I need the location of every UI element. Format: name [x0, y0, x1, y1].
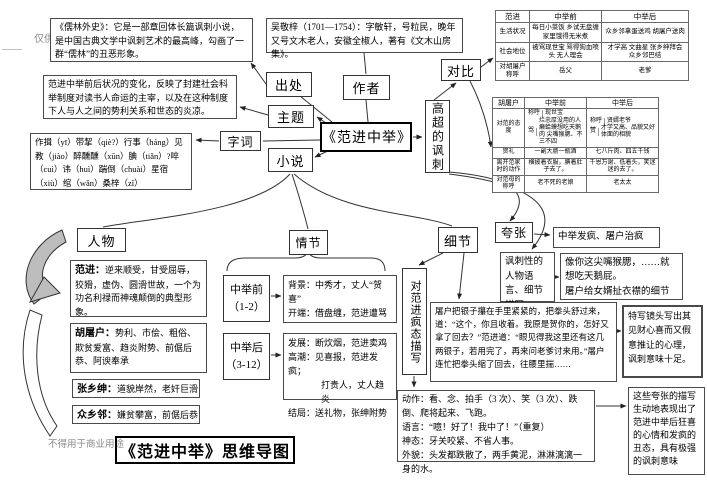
watermark-bottom: 不得用于商业用途 [48, 440, 125, 450]
node-zhuti: 主题 [268, 105, 314, 128]
character-fanjin: 范进：逆来顺受，甘受屈辱，狡猾，虚伪、圆滑世故，一个为功名利禄而神魂颠倒的典型形… [70, 260, 207, 317]
madness-line: 神态：牙关咬紧、不省人事。 [402, 435, 520, 446]
character-name: 胡屠户： [75, 328, 115, 339]
madness-line: 语言：“噫！好了！我中了！”（重复） [402, 421, 550, 432]
table-header: 胡屠户 [492, 96, 525, 110]
node-chuchu: 出处 [266, 72, 312, 97]
watermark-dash: —— [2, 44, 22, 55]
character-desc: 嫌贫攀富，前倨后恭 [117, 410, 199, 420]
exaggeration-analysis-note: 这些夸张的描写生动地表现出了范进中举后狂喜的心情和发疯的丑态，具有极强的讽刺意味 [628, 387, 705, 475]
table-row: 生活状况 每日小菜饭 乡试无盘缠 家里饿得无米煮 众乡邻拿蛋送鸡 胡屠户送肉 [495, 22, 689, 43]
table-header: 中举后 [586, 96, 659, 110]
satire-example: 像你这尖嘴猴腮，……就想吃天鹅屁。 屠户给女婿扯衣襟的细节 [560, 253, 683, 300]
character-desc: 逆来顺受，甘受屈辱，狡猾，虚伪、圆滑世故，一个为功名利禄而神魂颠倒的典型形象。 [75, 265, 202, 318]
madness-line: 外貌：头发都跌散了，两手黄泥，淋淋漓漓一身的水。 [402, 449, 583, 474]
plot-after-node: 中举后 （3-12） [223, 333, 270, 380]
plot-after-range: （3-12） [225, 358, 268, 371]
plot-before-label: 中举前 [230, 284, 263, 296]
character-hutuhu: 胡屠户：势利、市侩、粗俗、欺贫爱富、趋炎附势、前倨后恭、阿谀奉承 [70, 323, 207, 373]
page-title: 《范进中举》思维导图 [115, 436, 295, 464]
node-gaochao-fengci: 高超的讽刺 [425, 100, 450, 173]
closeup-analysis-note: 特写镜头写出其见财心喜而又假意推让的心理，讽刺意味十足。 [622, 305, 703, 378]
character-desc: 势利、市侩、粗俗、欺贫爱富、趋炎附势、前倨后恭、阿谀奉承 [75, 328, 197, 367]
central-topic: 《范进中举》 [320, 122, 412, 152]
satire-example-line: 屠户给女婿扯衣襟的细节 [565, 286, 670, 297]
character-name: 张乡绅： [77, 384, 117, 395]
plot-after-content: 发展：断炊烟，范进卖鸡 高潮：见喜报，范进发疯； 打贵人，丈人趋炎 结局：送礼物… [283, 333, 397, 418]
exaggeration-result: 中举发疯、屠户治疯 [553, 227, 660, 248]
node-zuozhe: 作者 [343, 75, 390, 100]
node-qingjie: 情节 [289, 230, 328, 255]
butcher-silver-quote: 屠户把银子攥在手里紧紧的，把拳头舒过来，道：“这个，你且收着。我原是贺你的，怎好… [430, 302, 617, 382]
author-note: 吴敬梓（1701—1754）：字敏轩，号粒民，晚年又号文木老人，安徽全椒人，著有… [266, 18, 463, 59]
hutuhu-compare-table: 胡屠户 中举前 中举后 对范的态度 称呼现世宝 骂烂忠厚没用的人 癞蛤蟆想吃天鹅… [492, 96, 659, 194]
node-kuazhang: 夸张 [495, 222, 533, 243]
plot-line: 开端：借盘缠，范进遭骂 [288, 307, 388, 318]
table-row: 贺礼 一副大肠一瓶酒 七八斤肉、四五千钱 [492, 147, 659, 159]
table-row: 离开范家时的动作 横披着衣服，腆着肚子去了。 千恩万谢、低着头，笑迷迷的去了。 [492, 157, 659, 176]
theme-note: 范进中举前后状况的变化，反映了封建社会科举制度对读书人命运的主宰，以及在这种制度… [43, 75, 237, 119]
node-zici: 字词 [220, 131, 261, 151]
node-duibi: 对比 [441, 59, 481, 81]
madness-line: 动作：看、念、拍手（3 次）、笑（3 次）、跌倒、爬将起来、飞跑。 [402, 394, 578, 418]
satire-example-line: 像你这尖嘴猴腮，……就想吃天鹅屁。 [565, 258, 670, 283]
table-header: 中举后 [601, 9, 689, 24]
words-pinyin-note: 作揖（yī）带挈（qiè?）行事（háng）见教（jiào）醉醺醺（xūn）腆（… [30, 133, 192, 190]
curly-arrow-decoration [22, 229, 67, 437]
table-header: 中举前 [524, 96, 587, 110]
plot-line: 打贵人，丈人趋炎 [321, 379, 385, 404]
node-renwu: 人物 [77, 228, 126, 252]
table-row: 对范母的称呼 老不死的老娘 老太太 [492, 174, 659, 194]
table-row: 社会地位 被骂现世宝 骂得狗血喷头 无人理会 才学高 文曲星 张乡绅拜会 众乡邻… [495, 41, 689, 62]
plot-line: 背景：中秀才，丈人“贺喜” [288, 280, 382, 304]
character-zhangxiangshen: 张乡绅：道貌岸然，老奸巨滑 [72, 379, 200, 398]
plot-line: 发展：断炊烟，范进卖鸡 [288, 338, 388, 348]
character-name: 范进： [75, 265, 105, 276]
plot-line: 结局：送礼物，张绅附势 [288, 407, 388, 418]
plot-before-content: 背景：中秀才，丈人“贺喜” 开端：借盘缠，范进遭骂 [283, 275, 397, 323]
character-zhongxianglin: 众乡邻：嫌贫攀富，前倨后恭 [72, 405, 200, 424]
plot-before-node: 中举前 （1-2） [223, 275, 270, 322]
table-row: 对胡屠户称呼 岳父 老爹 [495, 60, 689, 82]
node-xiaoshuo: 小说 [268, 148, 313, 172]
satire-desc-node: 讽刺性的人物语言、细节描写 [500, 252, 555, 311]
plot-before-range: （1-2） [228, 300, 265, 313]
fanjin-compare-table: 范进 中举前 中举后 生活状况 每日小菜饭 乡试无盘缠 家里饿得无米煮 众乡邻拿… [495, 9, 689, 82]
rulin-waishi-note: 《儒林外史》：它是一部章回体长篇讽刺小说，是中国古典文学中讽刺艺术的最高峰，勾画… [50, 18, 253, 62]
plot-line: 高潮：见喜报，范进发疯； [288, 351, 379, 376]
table-row: 对范的态度 称呼现世宝 骂烂忠厚没用的人 癞蛤蟆想吃天鹅肉 尖嘴猴腮、不三不四 … [492, 108, 659, 149]
table-header: 范进 [495, 9, 530, 24]
character-name: 众乡邻： [77, 410, 117, 421]
node-fengtai-miaoxie: 对范进疯态描写 [402, 268, 427, 375]
madness-description: 动作：看、念、拍手（3 次）、笑（3 次）、跌倒、爬将起来、飞跑。 语言：“噫！… [397, 390, 595, 474]
table-header: 中举前 [529, 9, 602, 24]
plot-after-label: 中举后 [230, 342, 263, 354]
node-xijie: 细节 [438, 227, 478, 253]
character-desc: 道貌岸然，老奸巨滑 [117, 384, 199, 394]
